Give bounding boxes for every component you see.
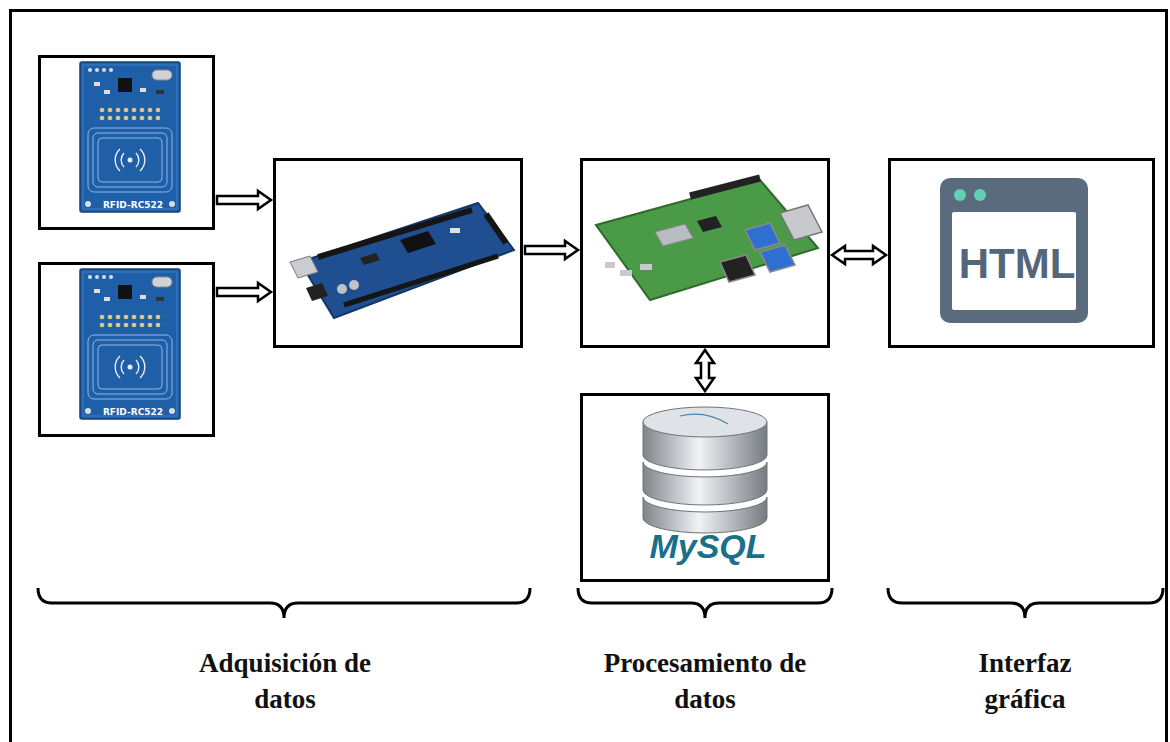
curly-brackets xyxy=(38,588,1163,618)
html-icon-text: HTML xyxy=(943,242,1091,286)
hollow-arrow xyxy=(217,283,271,301)
rfid-board-2 xyxy=(80,269,180,419)
raspberry-pi-board xyxy=(596,178,822,300)
arduino-board xyxy=(290,203,514,318)
rfid-reader-box: RFID-RC522 xyxy=(38,55,215,230)
database-cylinder xyxy=(643,407,767,533)
outer-frame xyxy=(9,9,1168,742)
database-box: MySQL xyxy=(580,393,830,582)
raspberry-pi-box xyxy=(580,158,830,348)
board-print: RFID-RC522 xyxy=(83,407,183,418)
hollow-arrow xyxy=(832,246,886,264)
html-interface-box: HTML xyxy=(888,158,1155,348)
section-label: Interfaz gráfica xyxy=(958,645,1093,717)
rfid-reader-box: RFID-RC522 xyxy=(38,262,215,437)
section-label: Adquisición de datos xyxy=(198,645,373,717)
board-print: RFID-RC522 xyxy=(83,200,183,211)
hollow-arrow xyxy=(525,241,578,259)
mysql-logo-text: MySQL xyxy=(603,528,813,564)
hollow-arrow xyxy=(696,350,714,391)
arduino-box xyxy=(273,158,523,348)
rfid-board-1 xyxy=(80,62,180,212)
section-label: Procesamiento de datos xyxy=(603,645,808,717)
hollow-arrow xyxy=(217,191,271,209)
